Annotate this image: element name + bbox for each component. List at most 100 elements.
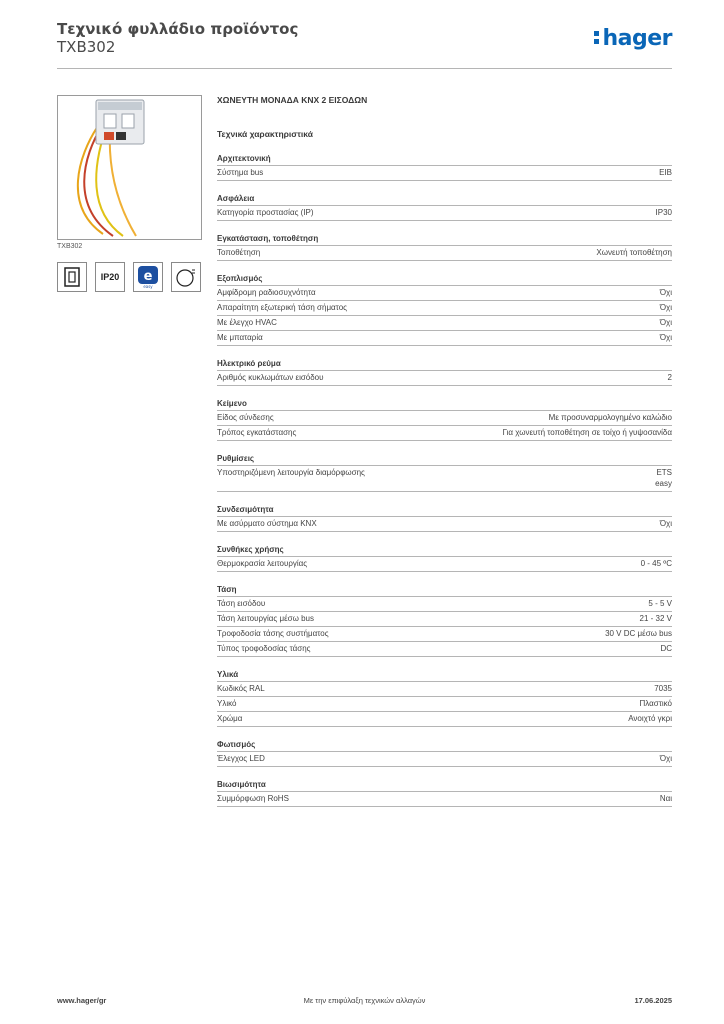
product-name: ΧΩΝΕΥΤΗ ΜΟΝΑΔΑ KNX 2 ΕΙΣΟΔΩΝ	[217, 95, 368, 105]
spec-label: Χρώμα	[217, 714, 243, 723]
spec-value: IP30	[655, 208, 672, 217]
svg-text:easy: easy	[143, 284, 153, 289]
spec-label: Έλεγχος LED	[217, 754, 265, 763]
knx-module-illustration	[77, 99, 145, 237]
spec-value: Όχι	[659, 519, 672, 528]
spec-label: Συμμόρφωση RoHS	[217, 794, 289, 803]
spec-value: Πλαστικό	[639, 699, 672, 708]
spec-value: DC	[660, 644, 672, 653]
flush-mount-box-icon	[57, 262, 87, 292]
spec-row: Με ασύρματο σύστημα KNX Όχι	[217, 517, 672, 532]
spec-row: Σύστημα bus EIB	[217, 166, 672, 181]
image-caption: TXB302	[57, 243, 83, 250]
spec-value: Όχι	[659, 303, 672, 312]
spec-label: Τοποθέτηση	[217, 248, 261, 257]
spec-label: Τροφοδοσία τάσης συστήματος	[217, 629, 329, 638]
spec-label: Με μπαταρία	[217, 333, 263, 342]
spec-row: Τύπος τροφοδοσίας τάσης DC	[217, 642, 672, 657]
spec-label: Αμφίδρομη ραδιοσυχνότητα	[217, 288, 316, 297]
spec-group-title: Συνθήκες χρήσης	[217, 544, 672, 557]
document-title: Τεχνικό φυλλάδιο προϊόντος	[57, 20, 299, 38]
spec-value: ETS easy	[655, 468, 672, 488]
spec-group-title: Συνδεσιμότητα	[217, 504, 672, 517]
spec-row: Τοποθέτηση Χωνευτή τοποθέτηση	[217, 246, 672, 261]
spec-label: Τύπος τροφοδοσίας τάσης	[217, 644, 311, 653]
logo-text: hager	[602, 26, 672, 51]
spec-label: Απαραίτητη εξωτερική τάση σήματος	[217, 303, 348, 312]
spec-value: Με προσυναρμολογημένο καλώδιο	[548, 413, 672, 422]
spec-value: Όχι	[659, 288, 672, 297]
spec-group-title: Τάση	[217, 584, 672, 597]
spec-label: Σύστημα bus	[217, 168, 264, 177]
product-image	[57, 95, 202, 240]
spec-group: Συνδεσιμότητα Με ασύρματο σύστημα KNX Όχι	[217, 504, 672, 532]
spec-row: Τροφοδοσία τάσης συστήματος 30 V DC μέσω …	[217, 627, 672, 642]
circle-connector-icon	[171, 262, 201, 292]
spec-content: ΧΩΝΕΥΤΗ ΜΟΝΑΔΑ KNX 2 ΕΙΣΟΔΩΝ Τεχνικά χαρ…	[217, 95, 672, 807]
spec-row: Τρόπος εγκατάστασης Για χωνευτή τοποθέτησ…	[217, 426, 672, 441]
spec-group-title: Εξοπλισμός	[217, 273, 672, 286]
spec-value: Όχι	[659, 754, 672, 763]
spec-value: Για χωνευτή τοποθέτηση σε τοίχο ή γυψοσα…	[502, 428, 672, 437]
section-heading: Τεχνικά χαρακτηριστικά	[217, 129, 313, 139]
spec-row: Τάση εισόδου 5 - 5 V	[217, 597, 672, 612]
spec-label: Τάση λειτουργίας μέσω bus	[217, 614, 314, 623]
spec-label: Κωδικός RAL	[217, 684, 265, 693]
spec-row: Τάση λειτουργίας μέσω bus 21 - 32 V	[217, 612, 672, 627]
hager-logo: hager	[594, 26, 672, 51]
spec-row: Έλεγχος LED Όχι	[217, 752, 672, 767]
spec-value: Ναι	[659, 794, 672, 803]
spec-group-title: Εγκατάσταση, τοποθέτηση	[217, 233, 672, 246]
spec-label: Τάση εισόδου	[217, 599, 266, 608]
spec-label: Τρόπος εγκατάστασης	[217, 428, 297, 437]
spec-row: Κατηγορία προστασίας (IP) IP30	[217, 206, 672, 221]
spec-value: 0 - 45 ºC	[640, 559, 672, 568]
spec-label: Υλικό	[217, 699, 237, 708]
spec-value: EIB	[659, 168, 672, 177]
spec-value: 21 - 32 V	[639, 614, 672, 623]
spec-group-title: Κείμενο	[217, 398, 672, 411]
spec-row: Αμφίδρομη ραδιοσυχνότητα Όχι	[217, 286, 672, 301]
spec-label: Αριθμός κυκλωμάτων εισόδου	[217, 373, 324, 382]
product-code: TXB302	[57, 38, 116, 56]
spec-group-title: Φωτισμός	[217, 739, 672, 752]
spec-group-title: Αρχιτεκτονική	[217, 153, 672, 166]
spec-value: Όχι	[659, 318, 672, 327]
spec-row: Είδος σύνδεσης Με προσυναρμολογημένο καλώ…	[217, 411, 672, 426]
spec-value: 30 V DC μέσω bus	[605, 629, 672, 638]
footer-date: 17.06.2025	[634, 996, 672, 1005]
spec-label: Κατηγορία προστασίας (IP)	[217, 208, 314, 217]
spec-row: Με έλεγχο HVAC Όχι	[217, 316, 672, 331]
spec-label: Με έλεγχο HVAC	[217, 318, 277, 327]
spec-row: Χρώμα Ανοιχτό γκρι	[217, 712, 672, 727]
spec-group-title: Ασφάλεια	[217, 193, 672, 206]
spec-group-title: Ηλεκτρικό ρεύμα	[217, 358, 672, 371]
spec-value: 5 - 5 V	[648, 599, 672, 608]
spec-group-title: Υλικά	[217, 669, 672, 682]
spec-value: Ανοιχτό γκρι	[628, 714, 672, 723]
spec-row: Θερμοκρασία λειτουργίας 0 - 45 ºC	[217, 557, 672, 572]
svg-text:e: e	[144, 269, 153, 284]
spec-row: Υποστηριζόμενη λειτουργία διαμόρφωσης ETS…	[217, 466, 672, 492]
footer-note: Με την επιφύλαξη τεχνικών αλλαγών	[303, 996, 426, 1005]
spec-label: Θερμοκρασία λειτουργίας	[217, 559, 308, 568]
footer-url[interactable]: www.hager/gr	[57, 996, 107, 1005]
page-header: Τεχνικό φυλλάδιο προϊόντος TXB302 hager	[57, 20, 672, 70]
spec-label: Με ασύρματο σύστημα KNX	[217, 519, 317, 528]
spec-label: Είδος σύνδεσης	[217, 413, 274, 422]
header-divider	[57, 68, 672, 69]
spec-value: Χωνευτή τοποθέτηση	[596, 248, 672, 257]
spec-label: Υποστηριζόμενη λειτουργία διαμόρφωσης	[217, 468, 365, 477]
spec-row: Υλικό Πλαστικό	[217, 697, 672, 712]
